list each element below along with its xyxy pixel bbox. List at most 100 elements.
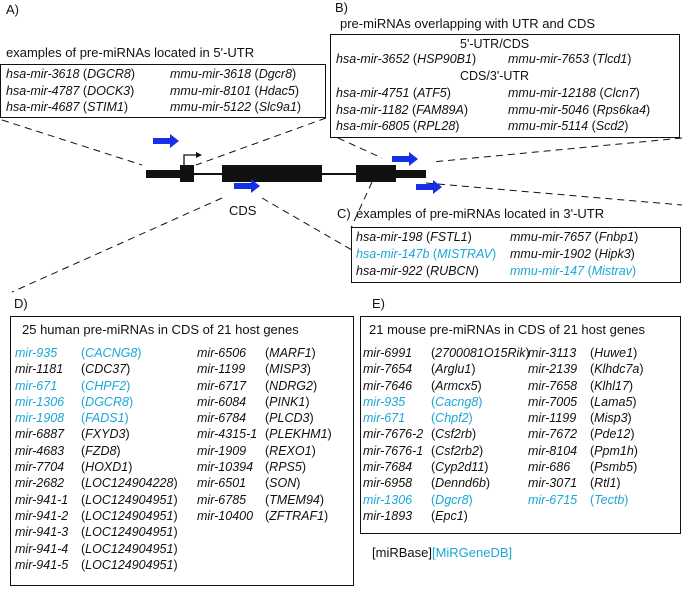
panel-d-col2-host-gene: TMEM94 [269,492,320,507]
panel-b-cds-3utr-mouse-row: mmu-mir-5046 (Rps6ka4) [508,103,650,117]
panel-d-col1-row: mir-4683(FZD8) [15,443,121,459]
panel-e-col2-mirna: mir-686 [528,460,571,475]
panel-e-col2-host-gene: Huwe1 [594,346,634,360]
panel-d-col1-row: mir-1306(DGCR8) [15,394,133,410]
panel-c-human-row: hsa-mir-922 (RUBCN) [356,264,479,278]
5utr-block [146,170,180,178]
panel-b-cds-3utr-mouse-entry: mmu-mir-5114 (Scd2) [508,119,629,133]
panel-d-col2-mirna: mir-1199 [197,362,246,377]
panel-a-human-row: hsa-mir-4687 (STIM1) [6,100,128,114]
panel-e-col2-row: mir-2139(Klhdc7a) [528,361,644,377]
panel-e-col2-host-gene: Misp3 [594,411,628,426]
panel-d-col1-row: mir-1181(CDC37) [15,361,130,377]
panel-e-col2-mirna: mir-2139 [528,362,578,377]
panel-d-col1-row: mir-1908(FADS1) [15,410,129,426]
panel-b-5utr-cds-mouse-entry: mmu-mir-7653 (Tlcd1) [508,52,632,66]
panel-e-col1-row: mir-1893(Epc1) [363,508,468,524]
legend: [miRBase][MiRGeneDB] [372,545,512,560]
panel-b-cds-3utr-mouse-host-gene: Scd2 [595,119,625,133]
panel-c-mouse-host-gene: Hipk3 [598,247,631,261]
panel-b-5utr-cds-mouse-row: mmu-mir-7653 (Tlcd1) [508,52,631,66]
panel-d-col2-host-gene: MISP3 [269,362,307,377]
panel-d-col2-row: mir-6506 (MARF1) [197,345,316,361]
panel-e-col1-mirna: mir-1893 [363,508,413,523]
panel-e-col2-host-gene: Ppm1h [594,443,634,458]
panel-b-title: pre-miRNAs overlapping with UTR and CDS [340,16,596,31]
panel-e-col1-mirna: mir-6958 [363,476,413,491]
panel-c-human-host-gene: RUBCN [430,264,475,278]
panel-e-col1-host-gene: Dennd6b [435,476,486,491]
cds-exon [222,165,322,182]
panel-a-mouse-host-gene: Slc9a1 [258,100,297,114]
panel-b-cds-3utr-human-mirna: hsa-mir-1182 [336,102,409,117]
panel-e-col2-mirna: mir-1199 [528,411,577,426]
panel-a-mouse-host-gene: Dgcr8 [258,67,293,81]
panel-e-col1-host-gene: Armcx5 [435,378,478,393]
panel-d-col1-mirna: mir-1908 [15,411,65,426]
panel-e-column-2: mir-3113(Huwe1)mir-2139(Klhdc7a)mir-7658… [528,345,644,508]
panel-e-col2-row: mir-3071(Rtl1) [528,475,621,491]
tss-arrow-head [196,152,202,158]
panel-d-col1-mirna: mir-7704 [15,460,65,475]
panel-d-col2-mirna: mir-6506 [197,346,247,360]
panel-d-col2-row: mir-1199(MISP3) [197,361,311,377]
panel-e-col1-host: (Arglu1) [431,362,476,377]
panel-b-label: B) [335,0,348,15]
panel-e-col2-host-gene: Pde12 [594,427,631,442]
panel-a-mouse-row: mmu-mir-8101 (Hdac5) [170,84,299,98]
legend-mirgenedb: [MiRGeneDB] [431,545,513,560]
panel-d-col1-mirna: mir-941-2 [15,508,69,523]
panel-c-mouse-mirna: mmu-mir-7657 [510,230,592,244]
panel-e-col2-row: mir-7005(Lama5) [528,394,637,410]
panel-d-col1-mirna: mir-941-1 [15,492,69,507]
panel-d-col1-host-gene: LOC124904228 [85,476,174,491]
panel-c-title: examples of pre-miRNAs located in 3'-UTR [356,206,605,221]
panel-e-col2-host-gene: Klhl17 [594,378,629,393]
panel-a-human-mirna: hsa-mir-4787 [6,83,80,98]
panel-c-human-row: hsa-mir-198 (FSTL1) [356,230,472,244]
arrow-cds-icon [234,179,260,193]
panel-a-human-row: hsa-mir-3618 (DGCR8) [6,67,135,81]
panel-e-col1-host: (Cyp2d11) [431,460,489,475]
panel-d-col2-row: mir-6784(PLCD3) [197,410,314,426]
panel-a-human-mirna: hsa-mir-3618 [6,67,80,81]
panel-d-col1-host: (FXYD3) [81,427,130,442]
panel-a-mouse-mirna: mmu-mir-3618 [170,67,252,81]
panel-e-col2-mirna: mir-7672 [528,427,578,442]
panel-e-col2-host: (Tectb) [590,492,629,507]
panel-d-col1-host: (CDC37) [81,362,131,377]
panel-e-col1-host-gene: Cyp2d11 [435,460,485,475]
panel-e-col1-row: mir-7654(Arglu1) [363,361,475,377]
panel-d-col2-host: (PLEKHM1) [265,427,332,442]
panel-d-col2-host: (PLCD3) [265,411,314,426]
panel-a-human-mirna: hsa-mir-4687 [6,100,80,114]
panel-d-col2-host: (MARF1) [265,346,316,360]
panel-e-col2-mirna: mir-3071 [528,476,578,491]
panel-b-cds-3utr-mouse-entry: mmu-mir-5046 (Rps6ka4) [508,102,651,117]
panel-d-col2-host-gene: SON [269,476,297,491]
panel-d-col1-mirna: mir-941-5 [15,557,69,572]
panel-d-col2-host-gene: REXO1 [269,443,312,458]
exon-1 [180,165,194,182]
panel-d-col2-host-gene: PLCD3 [269,411,310,426]
arrow-overlap-icon [392,152,418,166]
panel-d-col1-mirna: mir-6887 [15,427,65,442]
3utr-block [396,170,426,178]
panel-b-cds-3utr-human-row: hsa-mir-6805 (RPL28) [336,119,459,133]
panel-d-col2-mirna: mir-1909 [197,443,247,458]
panel-d-col2-host-gene: RPS5 [269,460,302,475]
panel-b-cds-3utr-human-entry: hsa-mir-1182 (FAM89A) [336,102,469,117]
panel-e-col1-mirna: mir-7646 [363,378,413,393]
panel-b-5utr-cds-human-entry: hsa-mir-3652 (HSP90B1) [336,52,477,66]
panel-e-col1-host-gene: Csf2rb2 [435,443,479,458]
panel-c-mouse-mirna: mmu-mir-1902 [510,247,592,261]
panel-e-col1-host: (2700081O15Rik) [431,346,530,360]
panel-d-col1-host-gene: FXYD3 [85,427,126,442]
panel-d-col2-row: mir-6084(PINK1) [197,394,309,410]
panel-e-col1-host: (Dennd6b) [431,476,491,491]
panel-d-col2-host: (NDRG2) [265,378,318,393]
panel-e-col2-host-gene: Klhdc7a [594,362,640,377]
panel-d-col1-row: mir-2682(LOC124904228) [15,475,178,491]
panel-d-col1-row: mir-935(CACNG8) [15,345,141,361]
panel-c-mouse-row: mmu-mir-7657 (Fnbp1) [510,230,638,244]
